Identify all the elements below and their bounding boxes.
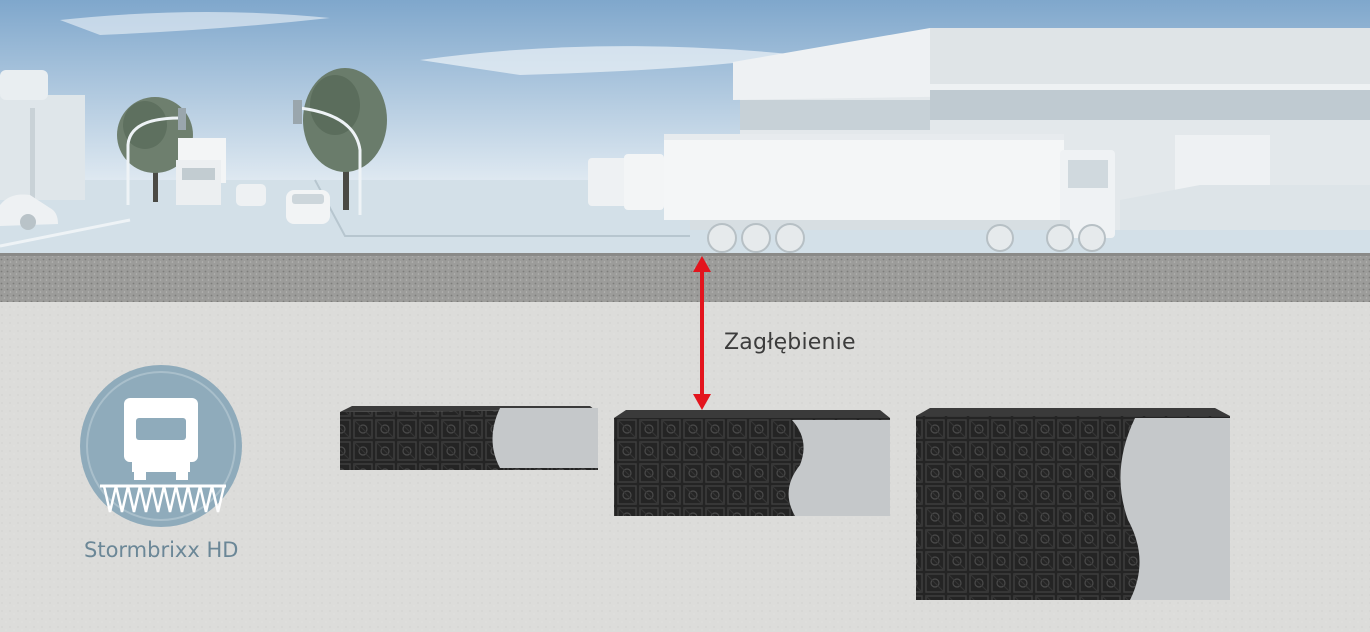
traffic-light: [126, 108, 186, 205]
crate-block-single-layer: [340, 406, 598, 470]
gravel-layer: [0, 255, 1370, 302]
car: [0, 194, 58, 230]
crate-block-double-layer: [614, 410, 890, 516]
truck-cab: [588, 154, 664, 210]
semi-trailer-truck: [664, 134, 1115, 253]
car: [236, 184, 266, 206]
car: [286, 190, 330, 224]
tree: [117, 97, 193, 202]
product-name-label: Stormbrixx HD: [84, 538, 239, 562]
box-truck: [176, 138, 226, 205]
crate-block-quad-layer: [916, 408, 1230, 600]
left-building: [0, 70, 85, 203]
truck-load-icon: [80, 365, 242, 527]
depth-label: Zagłębienie: [724, 330, 856, 355]
tree: [303, 68, 387, 210]
cloud: [60, 11, 330, 35]
cloud: [420, 46, 800, 75]
traffic-light: [293, 100, 362, 215]
double-arrow-icon: [693, 256, 711, 410]
road-marking: [0, 218, 131, 248]
